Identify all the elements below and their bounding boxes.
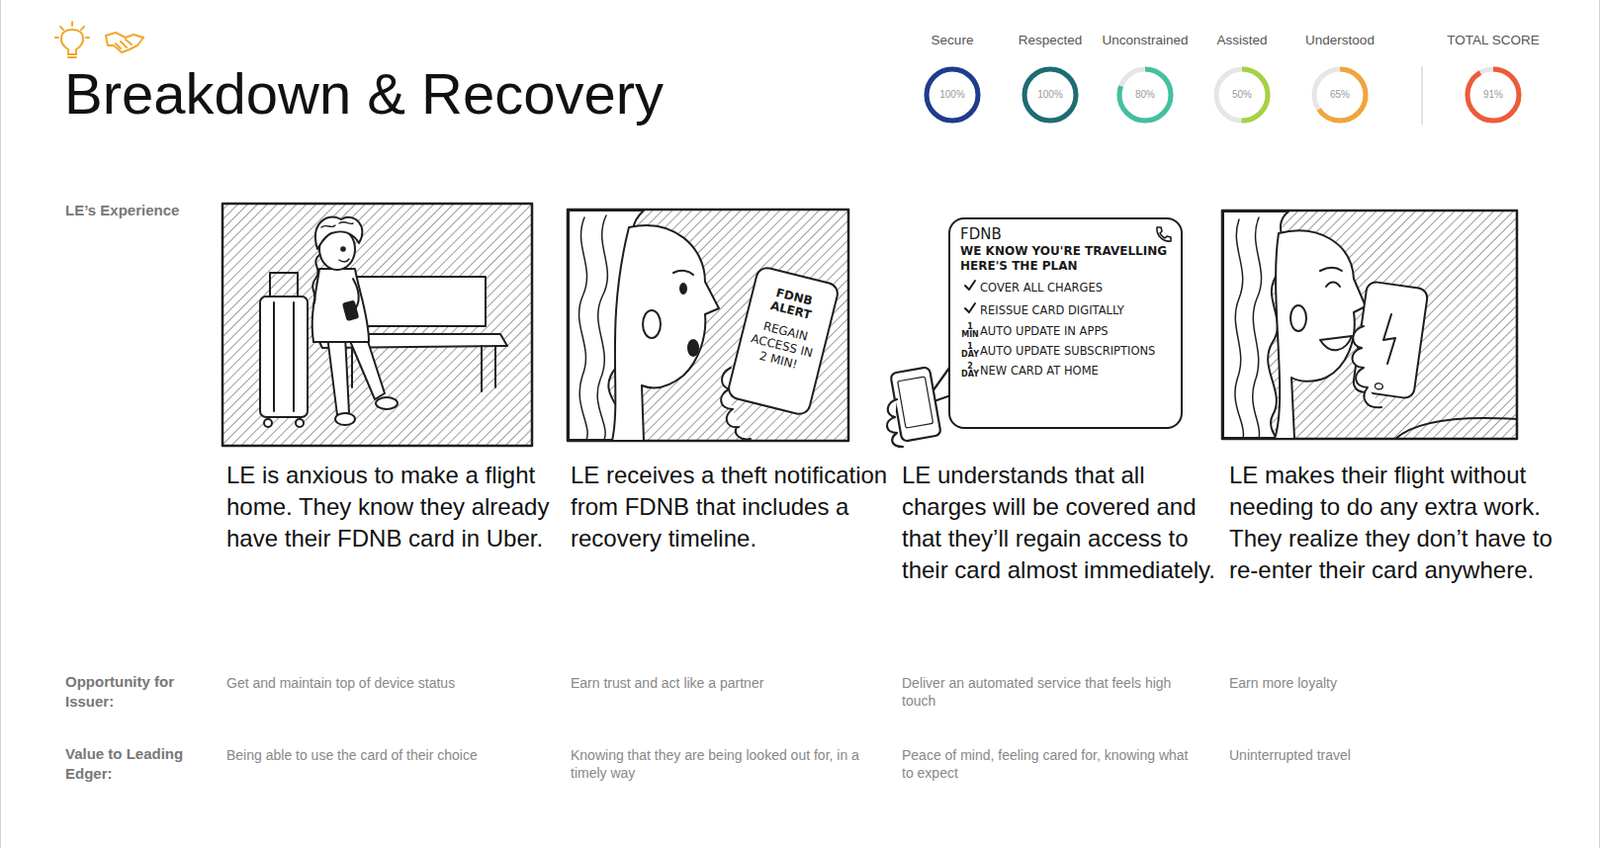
opportunity-note: Earn trust and act like a partner <box>570 674 868 693</box>
plan-row: 1 MINAUTO UPDATE IN APPS <box>960 323 1171 340</box>
check-stroke <box>965 303 976 313</box>
ring-holder: 100% <box>1020 65 1080 125</box>
value-note: Uninterrupted travel <box>1229 746 1526 765</box>
phone-alert-title: FDNB ALERT <box>756 281 829 326</box>
phone-call-icon <box>1153 224 1173 245</box>
plan-row: 1 DAYAUTO UPDATE SUBSCRIPTIONS <box>960 343 1171 359</box>
opportunity-note: Get and maintain top of device status <box>226 674 524 693</box>
score-label: Secure <box>897 32 1007 49</box>
timing-tag: 1 MIN <box>960 323 980 340</box>
panel-4-sketch <box>1222 210 1517 440</box>
score-divider <box>1421 66 1423 125</box>
opportunity-note: Earn more loyalty <box>1229 674 1526 693</box>
timing-tag: 2 DAY <box>960 362 980 379</box>
value-note: Knowing that they are being looked out f… <box>570 746 878 783</box>
lightbulb-icon <box>55 21 89 58</box>
plan-step: REISSUE CARD DIGITALLY <box>979 303 1171 318</box>
plan-marker <box>960 300 980 320</box>
ring-holder: 80% <box>1115 65 1175 125</box>
score-ring: Assisted 50% <box>1187 32 1297 126</box>
score-value: 100% <box>1020 88 1080 102</box>
plan-row: REISSUE CARD DIGITALLY <box>960 300 1171 320</box>
panel-1-sketch <box>222 203 533 446</box>
score-label: TOTAL SCORE <box>1438 32 1548 49</box>
score-label: Respected <box>995 32 1105 49</box>
score-value: 50% <box>1212 88 1272 102</box>
score-label: Assisted <box>1187 32 1297 49</box>
plan-step: NEW CARD AT HOME <box>979 363 1171 378</box>
speech-bubble: FDNBWE KNOW YOU'RE TRAVELLING HERE'S THE… <box>948 217 1183 430</box>
panel-caption: LE receives a theft notification from FD… <box>570 459 889 555</box>
panel-caption: LE makes their flight without needing to… <box>1229 459 1566 587</box>
score-label: Unconstrained <box>1090 32 1200 49</box>
opportunity-note: Deliver an automated service that feels … <box>901 674 1199 711</box>
panel-2-sketch <box>567 209 849 442</box>
score-ring: TOTAL SCORE 91% <box>1438 32 1548 126</box>
timing-tag: 1 DAY <box>960 343 980 359</box>
score-ring: Unconstrained 80% <box>1090 32 1200 126</box>
ring-holder: 50% <box>1212 65 1272 125</box>
plan-marker: 2 DAY <box>960 362 980 379</box>
score-value: 80% <box>1115 88 1175 102</box>
page-title: Breakdown & Recovery <box>64 61 664 127</box>
check-mark <box>963 301 978 316</box>
score-value: 65% <box>1310 88 1370 102</box>
plan-step: AUTO UPDATE IN APPS <box>979 324 1171 339</box>
ring-holder: 65% <box>1310 65 1370 125</box>
row-label: LE’s Experience <box>65 200 184 221</box>
value-note: Being able to use the card of their choi… <box>226 746 534 765</box>
check-stroke <box>965 280 976 290</box>
phone-alert-body: REGAIN ACCESS IN 2 MIN! <box>743 316 820 376</box>
plan-marker: 1 DAY <box>960 343 980 359</box>
plan-step: AUTO UPDATE SUBSCRIPTIONS <box>979 344 1171 358</box>
check-mark <box>963 278 978 293</box>
plan-marker <box>960 277 980 297</box>
bubble-heading: FDNB <box>960 225 1171 245</box>
plan-row: COVER ALL CHARGES <box>960 277 1171 297</box>
score-value: 91% <box>1463 88 1523 102</box>
plan-marker: 1 MIN <box>960 323 980 340</box>
ring-holder: 100% <box>922 65 982 125</box>
score-ring: Respected 100% <box>995 32 1105 126</box>
row-label: Opportunity for Issuer: <box>65 672 184 712</box>
phone-handset <box>1156 227 1171 242</box>
plan-step: COVER ALL CHARGES <box>979 280 1171 295</box>
ring-holder: 91% <box>1463 65 1523 125</box>
score-label: Understood <box>1285 32 1395 49</box>
value-note: Peace of mind, feeling cared for, knowin… <box>901 746 1199 783</box>
handshake-icon <box>105 32 144 53</box>
score-ring: Secure 100% <box>897 32 1007 126</box>
score-ring: Understood 65% <box>1285 32 1395 126</box>
row-label: Value to Leading Edger: <box>65 744 194 785</box>
bubble-subheading: WE KNOW YOU'RE TRAVELLING HERE'S THE PLA… <box>960 244 1171 274</box>
panel-caption: LE is anxious to make a flight home. The… <box>226 459 553 555</box>
plan-row: 2 DAYNEW CARD AT HOME <box>960 362 1171 379</box>
score-value: 100% <box>922 88 982 102</box>
panel-caption: LE understands that all charges will be … <box>901 459 1219 587</box>
